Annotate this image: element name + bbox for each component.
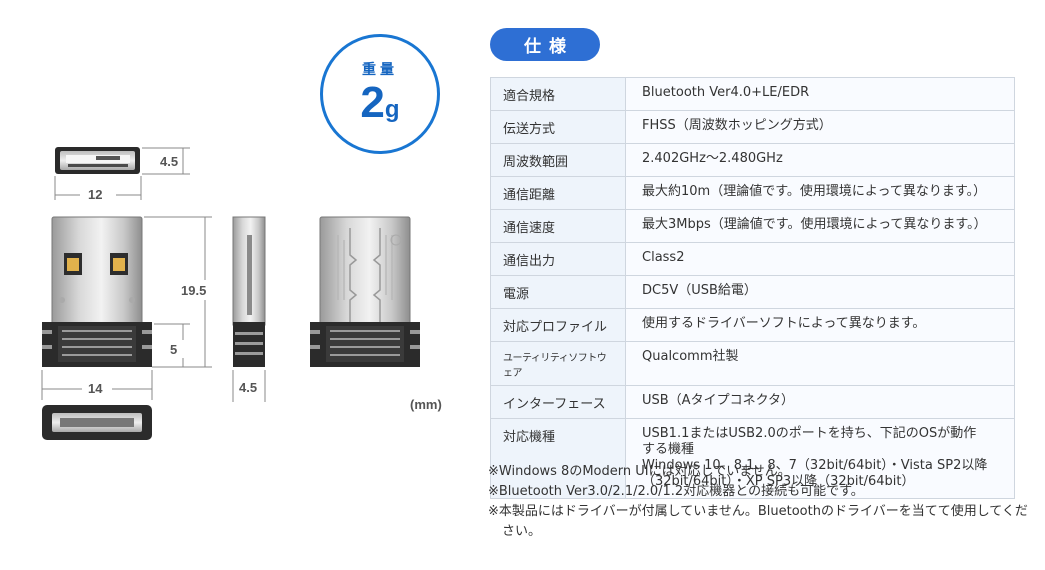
spec-key: 通信速度 — [490, 209, 626, 243]
spec-value-line: する機種 — [642, 442, 695, 457]
dim-side-depth: 4.5 — [239, 380, 258, 395]
note: ※Bluetooth Ver3.0/2.1/2.0/1.2対応機器との接続も可能… — [488, 484, 864, 499]
dim-side-width: 14 — [88, 381, 103, 396]
dimension-diagram — [41, 147, 420, 440]
spec-value: 最大3Mbps（理論値です。使用環境によって異なります。） — [625, 209, 1015, 243]
spec-value: FHSS（周波数ホッピング方式） — [625, 110, 1015, 144]
spec-row: 通信距離最大約10m（理論値です。使用環境によって異なります。） — [490, 176, 1015, 210]
spec-row: 対応機種 USB1.1またはUSB2.0のポートを持ち、下記のOSが動作 する機… — [490, 418, 1015, 499]
side-view — [232, 216, 266, 367]
spec-value: 2.402GHz～2.480GHz — [625, 143, 1015, 177]
spec-key: 適合規格 — [490, 77, 626, 111]
note: ※本製品にはドライバーが付属していません。Bluetoothのドライバーを当てて… — [488, 504, 1028, 539]
bottom-view — [42, 405, 152, 440]
spec-key: 電源 — [490, 275, 626, 309]
spec-row: 対応プロファイル使用するドライバーソフトによって異なります。 — [490, 308, 1015, 342]
note: ※Windows 8のModern UIには対応していません。 — [488, 464, 791, 479]
spec-key: 通信距離 — [490, 176, 626, 210]
top-view — [55, 147, 140, 174]
front-view — [42, 216, 152, 367]
weight-label: 重量 — [362, 61, 398, 78]
dim-base-height: 5 — [170, 342, 178, 357]
spec-value: Bluetooth Ver4.0+LE/EDR — [625, 77, 1015, 111]
spec-value: USB1.1またはUSB2.0のポートを持ち、下記のOSが動作 する機種 Win… — [625, 418, 1015, 499]
spec-key: インターフェース — [490, 385, 626, 419]
spec-value: DC5V（USB給電） — [625, 275, 1015, 309]
spec-key: 通信出力 — [490, 242, 626, 276]
weight-value: 2g — [360, 77, 400, 132]
spec-value: Class2 — [625, 242, 1015, 276]
dim-top-height: 4.5 — [160, 154, 179, 169]
weight-unit: g — [384, 95, 400, 123]
spec-value-line: USB1.1またはUSB2.0のポートを持ち、下記のOSが動作 — [642, 426, 977, 441]
product-drawing: 4.5 12 19.5 5 14 4.5 (mm) — [0, 0, 470, 570]
notes: ※Windows 8のModern UIには対応していません。 ※Bluetoo… — [488, 462, 1036, 542]
spec-key: 周波数範囲 — [490, 143, 626, 177]
dim-body-height: 19.5 — [181, 283, 207, 298]
spec-key: 対応機種 — [490, 418, 626, 499]
dim-unit-label: (mm) — [410, 397, 442, 412]
spec-key: ユーティリティソフトウェア — [490, 341, 626, 386]
dim-top-width: 12 — [88, 187, 103, 202]
spec-key: 対応プロファイル — [490, 308, 626, 342]
spec-value: 最大約10m（理論値です。使用環境によって異なります。） — [625, 176, 1015, 210]
spec-row: 通信速度最大3Mbps（理論値です。使用環境によって異なります。） — [490, 209, 1015, 243]
spec-value: 使用するドライバーソフトによって異なります。 — [625, 308, 1015, 342]
spec-value-line: Windows 10、8.1、8、7（32bit/64bit）・Vista SP… — [642, 458, 988, 473]
spec-value: Qualcomm社製 — [625, 341, 1015, 386]
spec-title: 仕様 — [490, 28, 600, 61]
spec-key: 伝送方式 — [490, 110, 626, 144]
spec-value: USB（Aタイプコネクタ） — [625, 385, 1015, 419]
weight-badge: 重量 2g — [320, 34, 440, 154]
weight-number: 2 — [360, 77, 385, 127]
spec-value-line: （32bit/64bit）・XP SP3以降（32bit/64bit） — [642, 474, 915, 489]
back-view — [310, 216, 420, 367]
